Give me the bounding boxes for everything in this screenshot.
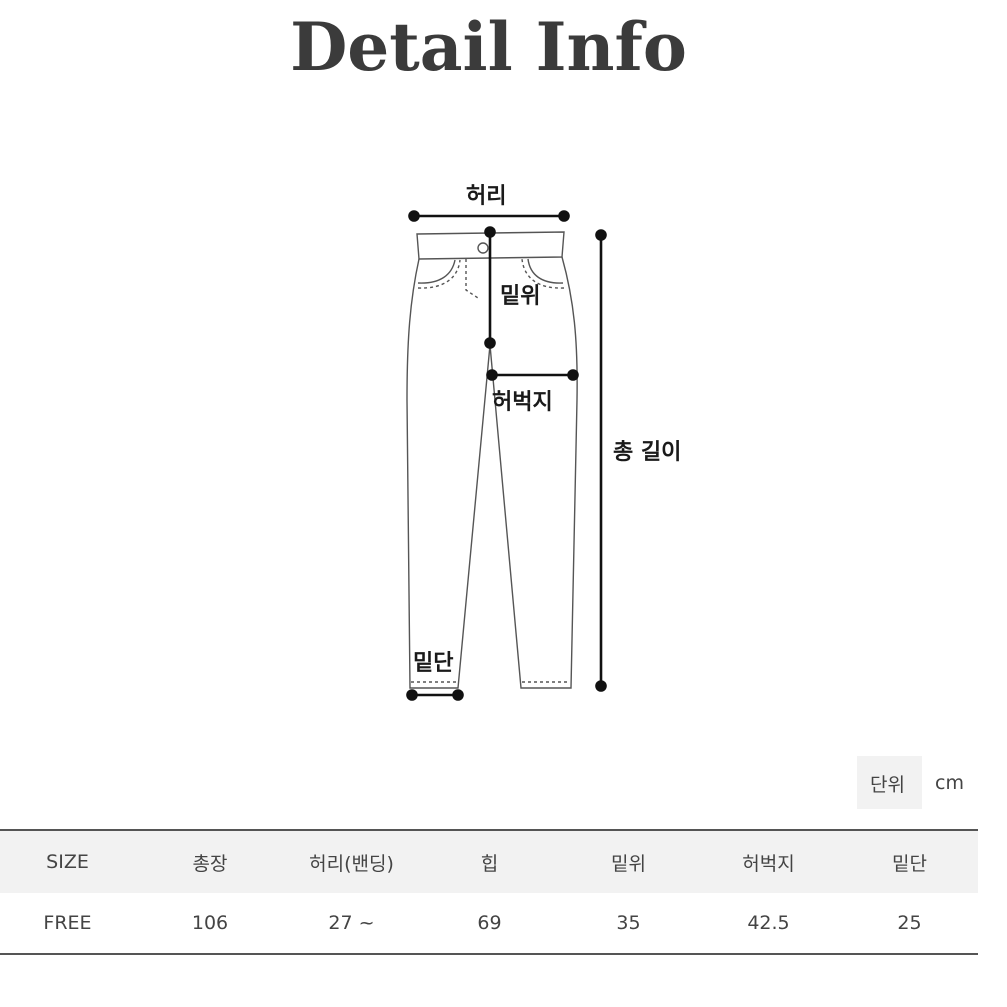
thigh-endpoint-left bbox=[486, 369, 498, 381]
table-row: FREE 106 27 ~ 69 35 42.5 25 bbox=[0, 893, 978, 955]
rise-endpoint-bottom bbox=[484, 337, 496, 349]
total-length-endpoint-top bbox=[595, 229, 607, 241]
header-hip: 힙 bbox=[418, 829, 561, 893]
waist-endpoint-right bbox=[558, 210, 570, 222]
header-rise: 밑위 bbox=[561, 829, 696, 893]
pants-measurement-diagram bbox=[406, 210, 607, 701]
left-pocket-stitch bbox=[417, 259, 461, 289]
hem-label: 밑단 bbox=[413, 651, 454, 676]
header-waist: 허리(밴딩) bbox=[285, 829, 418, 893]
page-title: Detail Info bbox=[290, 8, 687, 86]
waist-label: 허리 bbox=[466, 184, 507, 209]
cell-total-length: 106 bbox=[135, 893, 285, 955]
cell-hem: 25 bbox=[841, 893, 978, 955]
measurement-lines bbox=[406, 210, 607, 701]
header-hem: 밑단 bbox=[841, 829, 978, 893]
cell-size: FREE bbox=[0, 893, 135, 955]
hem-endpoint-left bbox=[406, 689, 418, 701]
size-table-header-row: SIZE 총장 허리(밴딩) 힙 밑위 허벅지 밑단 bbox=[0, 829, 978, 893]
total-length-label: 총 길이 bbox=[613, 440, 682, 465]
waist-endpoint-left bbox=[408, 210, 420, 222]
left-pocket bbox=[417, 259, 456, 284]
coin-pocket bbox=[465, 259, 479, 299]
header-size: SIZE bbox=[0, 829, 135, 893]
thigh-label: 허벅지 bbox=[492, 390, 553, 415]
thigh-endpoint-right bbox=[567, 369, 579, 381]
cell-rise: 35 bbox=[561, 893, 696, 955]
cell-waist: 27 ~ bbox=[285, 893, 418, 955]
total-length-endpoint-bottom bbox=[595, 680, 607, 692]
rise-endpoint-top bbox=[484, 226, 496, 238]
size-table: SIZE 총장 허리(밴딩) 힙 밑위 허벅지 밑단 FREE 106 27 ~… bbox=[0, 829, 978, 955]
unit-label: 단위 bbox=[870, 774, 905, 796]
header-thigh: 허벅지 bbox=[696, 829, 841, 893]
button-icon bbox=[477, 242, 489, 254]
hem-endpoint-right bbox=[452, 689, 464, 701]
rise-label: 밑위 bbox=[500, 284, 541, 309]
unit-value: cm bbox=[935, 772, 964, 794]
unit-label-background bbox=[857, 756, 922, 809]
header-total-length: 총장 bbox=[135, 829, 285, 893]
cell-thigh: 42.5 bbox=[696, 893, 841, 955]
right-pocket bbox=[527, 258, 564, 284]
right-leg-outline bbox=[489, 256, 578, 689]
right-pocket-stitch bbox=[521, 258, 565, 289]
pants-illustration bbox=[406, 231, 578, 689]
left-leg-outline bbox=[406, 258, 491, 689]
cell-hip: 69 bbox=[418, 893, 561, 955]
